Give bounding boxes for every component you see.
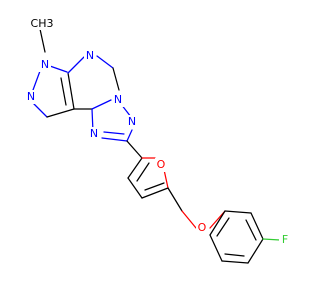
oxygen-label: O bbox=[157, 158, 166, 171]
bond-c3a-c7a bbox=[67, 72, 75, 110]
bond-aryl-f bbox=[262, 238, 281, 241]
bond-n5-c9a bbox=[91, 99, 112, 110]
bond-layer bbox=[32, 28, 281, 264]
bond-c3-c3a bbox=[46, 108, 75, 118]
bond-c7a-n7 bbox=[67, 56, 85, 74]
bond-aryl-3 bbox=[247, 238, 264, 264]
bond-aryl-6-double bbox=[216, 217, 230, 237]
methyl-label: CH3 bbox=[31, 17, 54, 30]
fluorine-label: F bbox=[282, 233, 288, 246]
bond-n1-n2 bbox=[32, 70, 41, 91]
bond-c2-furan bbox=[126, 140, 143, 159]
nitrogen-label: N bbox=[128, 115, 136, 128]
nitrogen-label: N bbox=[90, 127, 98, 140]
bond-aryl-5 bbox=[209, 234, 223, 262]
bond-furan-c3-c4 bbox=[127, 177, 143, 199]
bond-aryl-2-double bbox=[245, 219, 257, 241]
bond-n7-c6 bbox=[96, 55, 114, 69]
bond-c3a-c7a-double bbox=[60, 77, 67, 106]
bond-furan-c2-c3 bbox=[127, 157, 143, 179]
nitrogen-label: N bbox=[114, 93, 122, 106]
bond-n2-c3 bbox=[32, 102, 48, 118]
bond-furan-c4-c5-double bbox=[144, 182, 165, 191]
bond-c2-n3 bbox=[101, 137, 128, 142]
bond-methyl bbox=[39, 28, 46, 53]
bond-n4-c2 bbox=[126, 129, 133, 142]
molecule-diagram: CH3 N N N N N N O O F bbox=[25, 17, 291, 264]
nitrogen-label: N bbox=[27, 90, 35, 103]
bond-c2-n3-double bbox=[103, 131, 125, 135]
bond-furan-c4-c5 bbox=[141, 187, 169, 199]
nitrogen-label: N bbox=[41, 58, 49, 71]
atom-labels: CH3 N N N N N N O O F bbox=[27, 17, 288, 246]
bond-ch2-oether bbox=[181, 210, 197, 229]
bond-aryl-6 bbox=[209, 210, 226, 236]
bond-aryl-2 bbox=[250, 212, 264, 240]
bond-aryl-4 bbox=[221, 260, 249, 264]
bond-furan-c2-c3-double bbox=[136, 162, 150, 182]
nitrogen-label: N bbox=[86, 49, 94, 62]
oxygen-label: O bbox=[198, 221, 207, 234]
bond-aryl-4-double bbox=[224, 253, 245, 257]
bond-furan-ch2 bbox=[167, 187, 183, 212]
bond-aryl-1 bbox=[224, 210, 252, 214]
atom-label-backgrounds bbox=[25, 18, 291, 247]
bond-c6-n5 bbox=[112, 67, 120, 91]
